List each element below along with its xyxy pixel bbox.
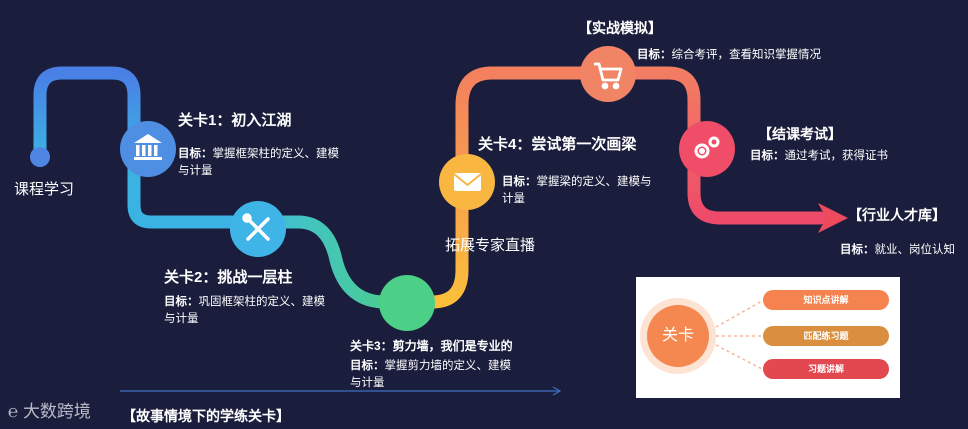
- connector-lines: [715, 300, 763, 370]
- goal-prefix: 目标：: [637, 49, 672, 61]
- stage1-goal: 目标：掌握框架柱的定义、建模与计量: [178, 146, 348, 180]
- brand-logo-text: 大数跨境: [22, 402, 91, 421]
- card-item-knowledge: 知识点讲解: [763, 290, 889, 310]
- stage2-goal-text: 巩固框架柱的定义、建模与计量: [164, 296, 325, 325]
- stage6-goal-text: 通过考试，获得证书: [784, 150, 889, 162]
- bank-icon: [134, 134, 162, 160]
- start-dot: [30, 147, 50, 167]
- wrench-screwdriver-icon: [242, 213, 270, 241]
- card-item-review: 习题讲解: [763, 359, 889, 379]
- goal-prefix: 目标：: [840, 244, 875, 256]
- goal-prefix: 目标：: [178, 148, 213, 160]
- end-arrow-icon: [818, 203, 848, 233]
- path-segment-cyan: [127, 143, 265, 229]
- card-item-practice: 匹配练习题: [763, 326, 889, 346]
- stage5-goal: 目标：综合考评，查看知识掌握情况: [637, 47, 821, 64]
- stage4-goal: 目标：掌握梁的定义、建模与计量: [502, 174, 662, 208]
- path-segment-blue: [33, 66, 141, 162]
- stage1-goal-text: 掌握框架柱的定义、建模与计量: [178, 148, 339, 177]
- stage1-title: 关卡1：初入江湖: [178, 112, 292, 129]
- goal-prefix: 目标：: [750, 150, 785, 162]
- stage5-node: [580, 46, 636, 102]
- stage-structure-card: 关卡 知识点讲解 匹配练习题 习题讲解: [636, 277, 900, 398]
- goal-prefix: 目标：: [350, 360, 385, 372]
- stage6-goal: 目标：通过考试，获得证书: [750, 148, 888, 165]
- footer-caption: 【故事情境下的学练关卡】: [122, 408, 290, 424]
- start-label: 课程学习: [14, 181, 75, 198]
- live-label: 拓展专家直播: [445, 237, 536, 254]
- mail-icon: [453, 173, 482, 191]
- stage7-goal: 目标：就业、岗位认知: [840, 242, 955, 259]
- stage3-goal-text: 掌握剪力墙的定义、建模与计量: [350, 360, 511, 389]
- cart-icon: [594, 62, 623, 90]
- stage4-goal-text: 掌握梁的定义、建模与计量: [502, 176, 652, 205]
- stage3-goal: 目标：掌握剪力墙的定义、建模与计量: [350, 358, 520, 392]
- goal-prefix: 目标：: [164, 296, 199, 308]
- stage-badge: 关卡: [647, 305, 709, 367]
- stage6-title: 【结课考试】: [758, 126, 842, 142]
- stage7-title: 【行业人才库】: [848, 207, 946, 223]
- gears-icon: [694, 136, 720, 159]
- stage3-title: 关卡3：剪力墙，我们是专业的: [350, 339, 513, 353]
- brand-logo: ℮ 大数跨境: [8, 402, 91, 421]
- stage2-title: 关卡2：挑战一层柱: [164, 269, 293, 286]
- stage7-goal-text: 就业、岗位认知: [874, 244, 956, 256]
- goal-prefix: 目标：: [502, 176, 537, 188]
- stage5-title: 【实战模拟】: [578, 20, 662, 36]
- stage2-goal: 目标：巩固框架柱的定义、建模与计量: [164, 294, 334, 328]
- stage4-title: 关卡4：尝试第一次画梁: [478, 136, 637, 153]
- stage3-node: [379, 275, 435, 331]
- stage5-goal-text: 综合考评，查看知识掌握情况: [671, 49, 822, 61]
- path-segment-green: [251, 215, 415, 309]
